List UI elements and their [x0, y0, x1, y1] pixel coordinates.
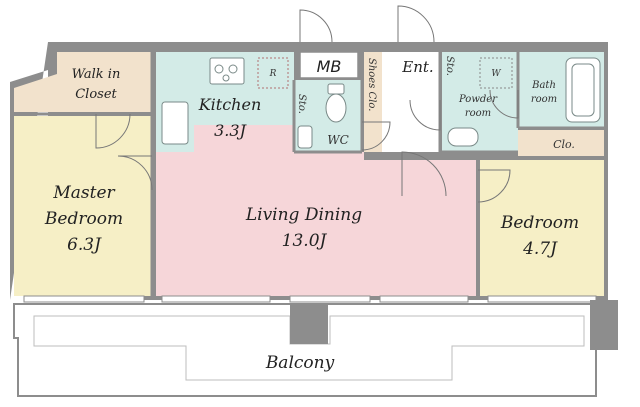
- balcony-label: Balcony: [265, 353, 335, 373]
- powder-room-label-1: Powder: [458, 94, 498, 105]
- refrigerator-icon: [257, 57, 289, 89]
- kitchen-sink-icon: [161, 101, 189, 145]
- bath-room-label-1: Bath: [531, 80, 556, 91]
- powder-sink-icon: [447, 127, 479, 147]
- master-bedroom-label-1: Master: [52, 183, 115, 203]
- entrance-area: [382, 52, 440, 152]
- kitchen-size: 3.3J: [214, 121, 247, 140]
- bedroom-size: 4.7J: [522, 239, 558, 259]
- bedroom-label: Bedroom: [500, 213, 579, 233]
- room-labels: Walk in Closet Master Bedroom 6.3J Kitch…: [44, 56, 579, 373]
- wc-sink-icon: [297, 125, 313, 149]
- closet-area: [518, 130, 604, 156]
- powder-room-label-2: room: [465, 108, 491, 119]
- walk-in-closet-label-2: Closet: [75, 87, 117, 102]
- stove-icon: [209, 57, 245, 85]
- mb-area: [299, 51, 359, 79]
- storage-entry-label: Sto.: [444, 56, 455, 76]
- bath-room-label-2: room: [531, 94, 557, 105]
- toilet-icon: [325, 93, 347, 123]
- storage-kitchen-label: Sto.: [296, 94, 307, 114]
- master-bedroom-size: 6.3J: [67, 235, 102, 255]
- washer-label: W: [491, 69, 501, 79]
- master-bedroom-area: [14, 116, 152, 296]
- wc-label: WC: [327, 133, 349, 147]
- washer-icon: [479, 57, 513, 89]
- entrance-label: Ent.: [401, 58, 433, 76]
- interior-walls: [14, 52, 604, 296]
- living-dining-size: 13.0J: [282, 231, 328, 251]
- shoes-closet-label: Shoes Clo.: [366, 58, 377, 111]
- fixtures: [161, 57, 601, 149]
- refrigerator-label: R: [269, 69, 277, 79]
- kitchen-label: Kitchen: [198, 95, 262, 114]
- windows: [23, 295, 597, 303]
- door-swings: [95, 5, 519, 203]
- walk-in-closet-label-1: Walk in: [72, 67, 121, 82]
- living-dining-label: Living Dining: [245, 205, 362, 225]
- shoes-closet-area: [364, 52, 382, 152]
- closet-label: Clo.: [553, 138, 575, 151]
- bedroom-area: [480, 160, 604, 296]
- living-dining-area: [156, 125, 476, 296]
- mb-label: MB: [317, 57, 342, 76]
- balcony: [13, 300, 618, 397]
- master-bedroom-label-2: Bedroom: [44, 209, 123, 229]
- walk-in-closet-area: [14, 52, 152, 112]
- bathtub-icon: [565, 57, 601, 123]
